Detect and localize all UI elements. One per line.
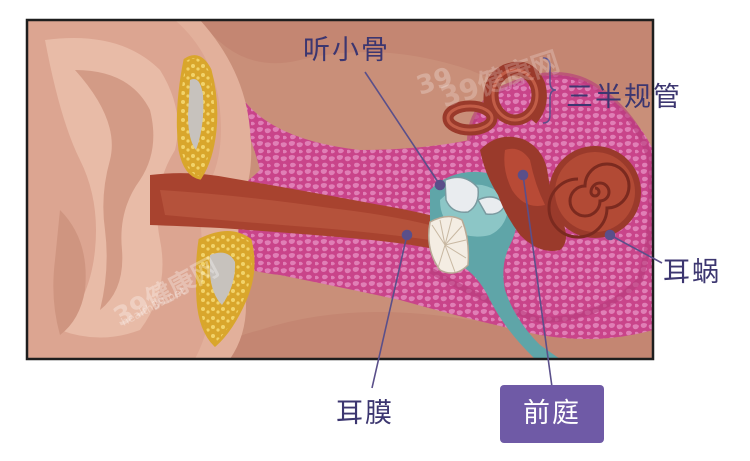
eardrum-leader-line xyxy=(371,234,408,389)
label-vestibule: 前庭 xyxy=(523,398,581,429)
cochlea-leader-line xyxy=(609,234,663,264)
malleus xyxy=(444,176,480,213)
label-ossicles: 听小骨 xyxy=(303,35,390,66)
vestibule-marker-dot xyxy=(517,169,529,181)
ossicles-marker-dot xyxy=(434,179,446,191)
label-eardrum: 耳膜 xyxy=(336,398,394,429)
cochlea-marker-dot xyxy=(604,229,616,241)
ossicles-leader-line xyxy=(364,71,441,186)
label-vestibule-box: 前庭 xyxy=(500,385,604,443)
diagram-frame xyxy=(25,18,655,361)
canals-bracket xyxy=(542,57,557,124)
vestibule-leader-line xyxy=(522,174,553,388)
label-semicircular-canals: 三半规管 xyxy=(566,82,682,113)
eardrum-marker-dot xyxy=(401,229,413,241)
label-cochlea: 耳蜗 xyxy=(663,257,721,288)
